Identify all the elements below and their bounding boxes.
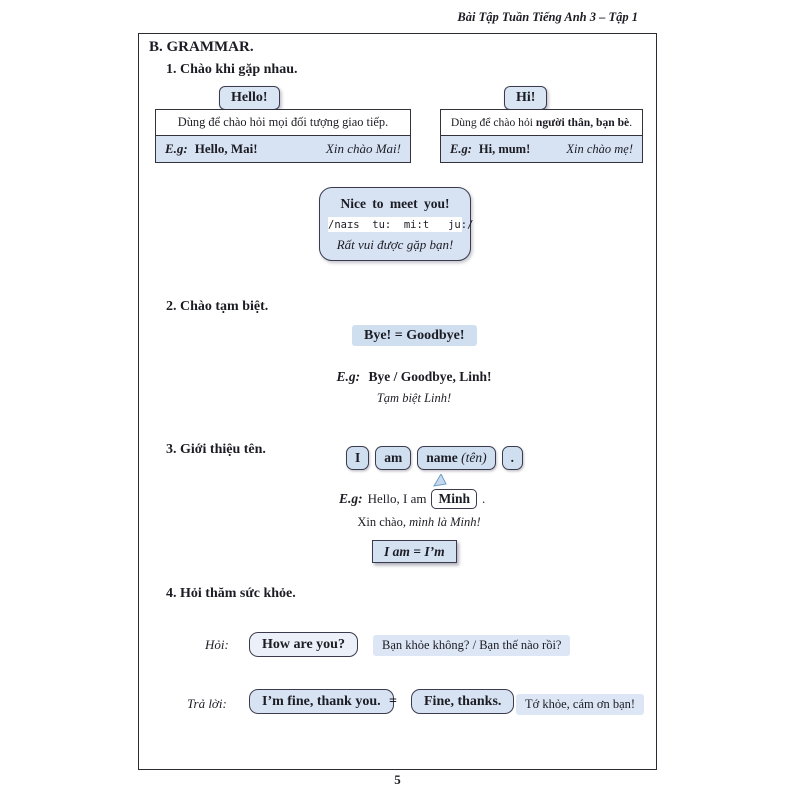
item3-vi-regular: Xin chào,	[357, 515, 410, 529]
hello-usage-table: Dùng để chào hỏi mọi đối tượng giao tiếp…	[155, 109, 411, 163]
item3-eg-text: Hello, I am	[367, 491, 427, 506]
item1-title: 1. Chào khi gặp nhau.	[166, 62, 298, 77]
answer-label: Trả lời:	[187, 696, 227, 711]
item3-vi-italic: mình là Minh!	[409, 515, 481, 529]
hi-usage-suffix: .	[629, 116, 633, 129]
hi-badge: Hi!	[504, 86, 548, 110]
ask-vietnamese-box: Bạn khỏe không? / Bạn thế nào rồi?	[373, 635, 571, 656]
nice-vietnamese-text: Rất vui được gặp bạn!	[336, 237, 454, 252]
nice-to-meet-you-box: Nice to meet you! /naɪs tu: mi:t ju:/ Rấ…	[319, 187, 474, 261]
callout-pointer-icon	[433, 474, 447, 487]
sentence-pattern-row: I am name (tên) .	[346, 446, 523, 470]
im-fine-box: I’m fine, thank you.	[249, 689, 394, 714]
item2-eg-vietnamese: Tạm biệt Linh!	[376, 391, 452, 405]
hello-badge: Hello!	[219, 86, 280, 110]
fine-thanks-box: Fine, thanks.	[411, 689, 515, 714]
hi-usage-table: Dùng để chào hỏi người thân, bạn bè. E.g…	[440, 109, 643, 163]
hello-eg-vietnamese: Xin chào Mai!	[325, 141, 401, 156]
answer-vietnamese-box: Tớ khỏe, cám ơn bạn!	[516, 694, 645, 715]
nice-phonetic-text: /naɪs tu: mi:t ju:/	[328, 217, 474, 232]
item2-eg-english: Bye / Goodbye, Linh!	[368, 369, 492, 384]
hello-eg-english: Hello, Mai!	[194, 141, 258, 156]
page-frame: B. GRAMMAR. 1. Chào khi gặp nhau. Hello!…	[138, 33, 657, 770]
item4-title: 4. Hỏi thăm sức khỏe.	[166, 586, 296, 601]
item3-title: 3. Giới thiệu tên.	[166, 442, 266, 457]
item2-title: 2. Chào tạm biệt.	[166, 299, 269, 314]
hi-eg-label: E.g:	[450, 141, 472, 156]
equals-sign: =	[389, 694, 397, 709]
pattern-word-name-note: (tên)	[461, 450, 487, 465]
hi-example-row: E.g: Hi, mum! Xin chào mẹ!	[441, 136, 642, 162]
item3-eg-vietnamese: Xin chào, mình là Minh!	[319, 515, 519, 530]
contraction-box: I am = I’m	[372, 540, 457, 563]
pattern-word-am: am	[375, 446, 412, 470]
document-header-title: Bài Tập Tuần Tiếng Anh 3 – Tập 1	[457, 10, 638, 24]
hi-eg-vietnamese: Xin chào mẹ!	[566, 141, 633, 156]
hi-eg-english: Hi, mum!	[478, 141, 531, 156]
page-number: 5	[394, 772, 401, 787]
hi-usage-text: Dùng để chào hỏi người thân, bạn bè.	[441, 110, 642, 136]
hello-example-row: E.g: Hello, Mai! Xin chào Mai!	[156, 136, 410, 162]
hello-eg-label: E.g:	[165, 141, 188, 156]
item2-example-line: E.g: Bye / Goodbye, Linh!	[299, 369, 529, 385]
pattern-word-name-text: name	[426, 450, 462, 465]
nice-english-text: Nice to meet you!	[340, 196, 450, 211]
hi-usage-bold: người thân, bạn bè	[535, 116, 630, 129]
pattern-word-i: I	[346, 446, 370, 470]
minh-name-box: Minh	[431, 489, 477, 509]
bye-goodbye-box: Bye! = Goodbye!	[352, 325, 477, 346]
pattern-word-name: name (tên)	[417, 446, 496, 470]
hello-usage-text: Dùng để chào hỏi mọi đối tượng giao tiếp…	[156, 110, 410, 136]
hi-usage-prefix: Dùng để chào hỏi	[450, 116, 536, 129]
item3-eg-period: .	[481, 491, 486, 506]
item3-eg-label: E.g:	[339, 491, 363, 506]
item3-example-line: E.g: Hello, I am Minh .	[339, 489, 485, 509]
how-are-you-box: How are you?	[249, 632, 358, 657]
pattern-word-period: .	[501, 446, 523, 470]
section-title: B. GRAMMAR.	[149, 39, 254, 55]
ask-label: Hỏi:	[205, 637, 229, 652]
item2-eg-label: E.g:	[336, 369, 361, 384]
